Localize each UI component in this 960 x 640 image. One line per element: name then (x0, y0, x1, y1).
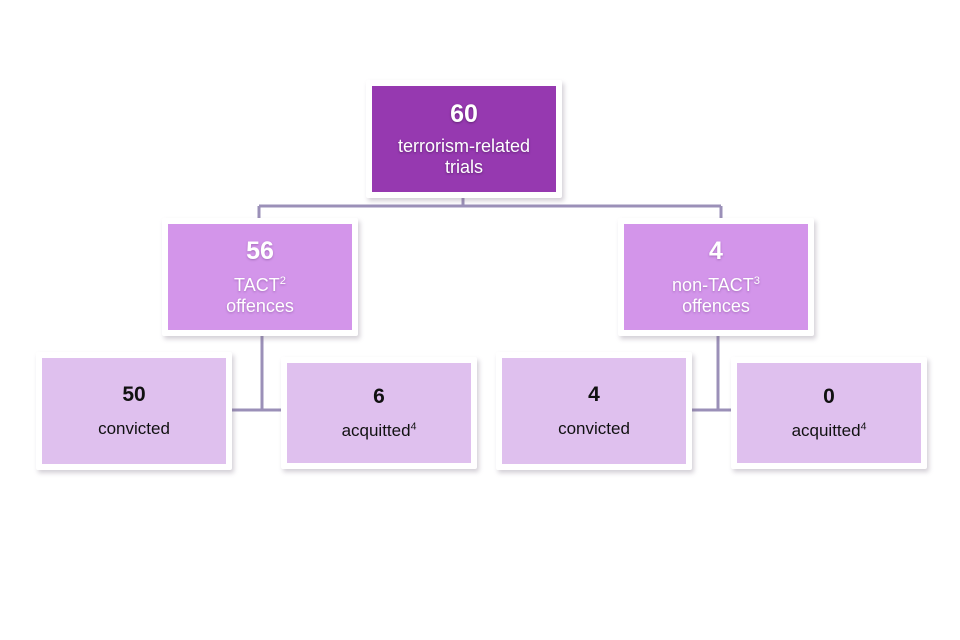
node-footnote-marker: 2 (279, 275, 286, 288)
node-label-text: convicted (558, 419, 630, 439)
node-value: 50 (122, 382, 146, 406)
connector-trials-to-offences (257, 196, 723, 218)
node-label-text: acquitted (341, 421, 411, 441)
node-value: 0 (823, 384, 835, 408)
node-label-text: acquitted (791, 421, 861, 441)
node-body: 6 acquitted4 (287, 363, 471, 463)
node-value: 60 (450, 99, 478, 128)
node-label-line-2: offences (682, 296, 750, 317)
node-label: acquitted4 (342, 421, 417, 441)
node-label: convicted (558, 419, 630, 439)
node-label-line-2: trials (444, 157, 483, 178)
node-body: 56 TACT2 offences (168, 224, 352, 330)
node-label: non-TACT3 offences (672, 275, 760, 317)
node-label: TACT2 offences (226, 275, 294, 317)
node-value: 4 (709, 236, 723, 265)
node-value: 4 (588, 382, 600, 406)
node-footnote-marker: 4 (410, 420, 417, 433)
node-terrorism-related-trials[interactable]: 60 terrorism-related trials (366, 80, 562, 198)
node-body: 60 terrorism-related trials (372, 86, 556, 192)
node-tact-offences[interactable]: 56 TACT2 offences (162, 218, 358, 336)
node-label: acquitted4 (792, 421, 867, 441)
node-label: terrorism-related trials (398, 136, 530, 178)
node-label-line-2: offences (226, 296, 294, 317)
node-tact-acquitted[interactable]: 6 acquitted4 (281, 357, 477, 469)
node-body: 4 non-TACT3 offences (624, 224, 808, 330)
node-value: 56 (246, 236, 274, 265)
node-footnote-marker: 3 (753, 275, 760, 288)
node-body: 50 convicted (42, 358, 226, 464)
node-label-text: convicted (98, 419, 170, 439)
node-value: 6 (373, 384, 385, 408)
node-non-tact-acquitted[interactable]: 0 acquitted4 (731, 357, 927, 469)
node-label-line-1: non-TACT (672, 275, 754, 296)
node-footnote-marker: 4 (860, 420, 867, 433)
node-tact-convicted[interactable]: 50 convicted (36, 352, 232, 470)
node-label: convicted (98, 419, 170, 439)
node-non-tact-offences[interactable]: 4 non-TACT3 offences (618, 218, 814, 336)
node-body: 4 convicted (502, 358, 686, 464)
node-label-line-1: TACT (234, 275, 280, 296)
node-label-line-1: terrorism-related (397, 136, 531, 157)
node-body: 0 acquitted4 (737, 363, 921, 463)
node-non-tact-convicted[interactable]: 4 convicted (496, 352, 692, 470)
